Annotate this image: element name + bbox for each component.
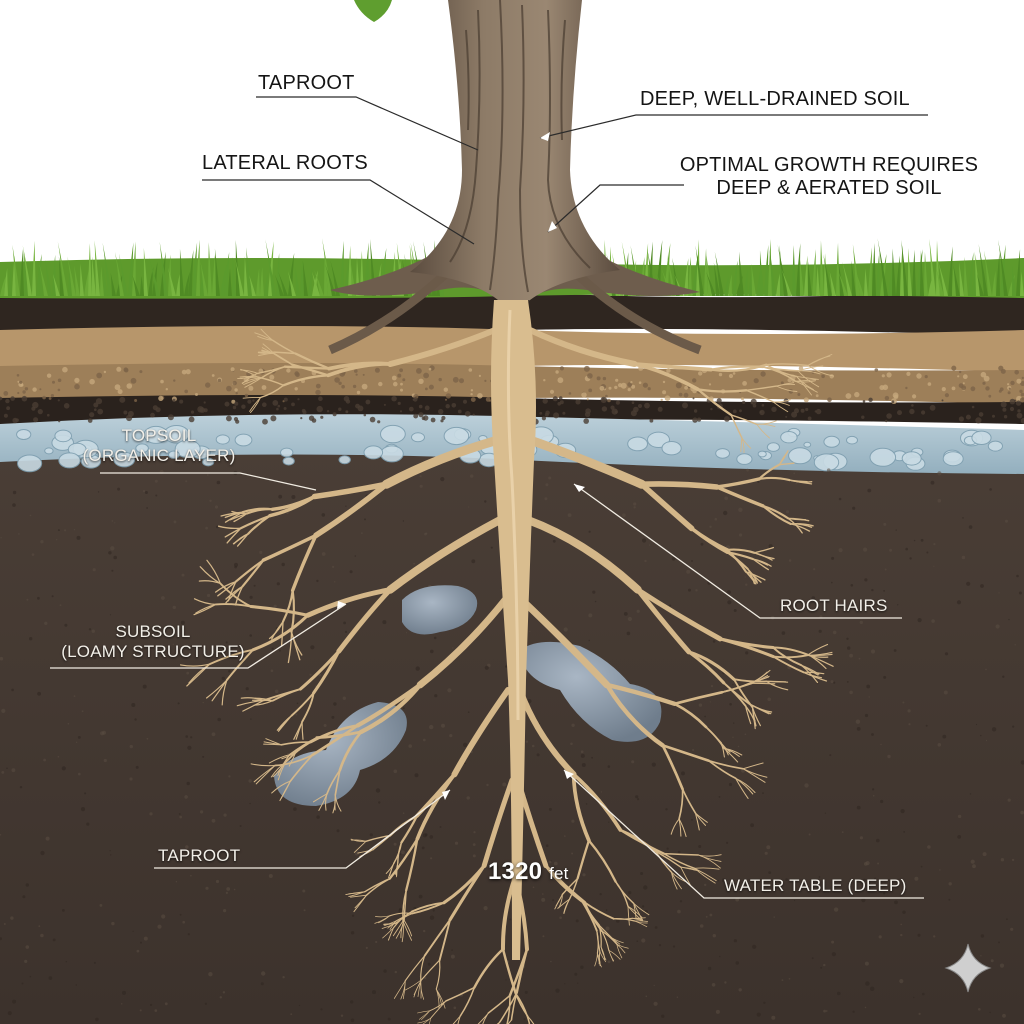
leader-lines-light bbox=[50, 472, 924, 899]
label-subsoil: SUBSOIL (LOAMY STRUCTURE) bbox=[38, 622, 268, 661]
tree-trunk bbox=[410, 0, 620, 300]
leaf-shape bbox=[354, 0, 392, 22]
label-lateral-roots: LATERAL ROOTS bbox=[202, 152, 368, 174]
label-subsoil-line2: (LOAMY STRUCTURE) bbox=[61, 641, 245, 661]
bark-texture bbox=[449, 0, 591, 293]
label-taproot-bottom: TAPROOT bbox=[158, 846, 241, 865]
leader-lateral-roots bbox=[202, 179, 475, 245]
label-topsoil: TOPSOIL (ORGANIC LAYER) bbox=[36, 426, 282, 465]
stones bbox=[274, 585, 662, 806]
label-subsoil-line1: SUBSOIL bbox=[115, 622, 191, 641]
leader-deep-soil bbox=[539, 114, 928, 139]
label-taproot-top: TAPROOT bbox=[258, 72, 355, 94]
leader-taproot-top bbox=[256, 96, 479, 151]
main-taproot bbox=[491, 300, 536, 960]
label-deep-well-drained-soil: DEEP, WELL-DRAINED SOIL bbox=[640, 88, 910, 110]
depth-unit: fet bbox=[549, 864, 569, 883]
label-optimal-growth-line2: DEEP & AERATED SOIL bbox=[716, 177, 942, 199]
leader-lines bbox=[202, 96, 928, 245]
label-optimal-growth: OPTIMAL GROWTH REQUIRES DEEP & AERATED S… bbox=[676, 154, 982, 200]
label-topsoil-line2: (ORGANIC LAYER) bbox=[82, 445, 236, 465]
label-root-hairs: ROOT HAIRS bbox=[780, 596, 888, 615]
leader-optimal-growth bbox=[547, 184, 684, 233]
leader-water-table bbox=[563, 769, 924, 899]
leader-root-hairs bbox=[573, 483, 902, 619]
depth-value: 1320 bbox=[488, 858, 543, 885]
root-system bbox=[180, 327, 835, 1024]
sparkle-icon bbox=[944, 943, 992, 993]
taproot-highlight bbox=[506, 309, 520, 721]
leader-taproot-bottom bbox=[154, 789, 451, 869]
depth-label: 1320 fet bbox=[488, 858, 569, 886]
label-topsoil-line1: TOPSOIL bbox=[121, 426, 197, 445]
leader-arrowheads bbox=[337, 132, 585, 800]
label-water-table: WATER TABLE (DEEP) bbox=[724, 876, 907, 895]
label-optimal-growth-line1: OPTIMAL GROWTH REQUIRES bbox=[679, 154, 979, 176]
leader-topsoil bbox=[100, 472, 317, 491]
leader-subsoil bbox=[50, 603, 347, 669]
